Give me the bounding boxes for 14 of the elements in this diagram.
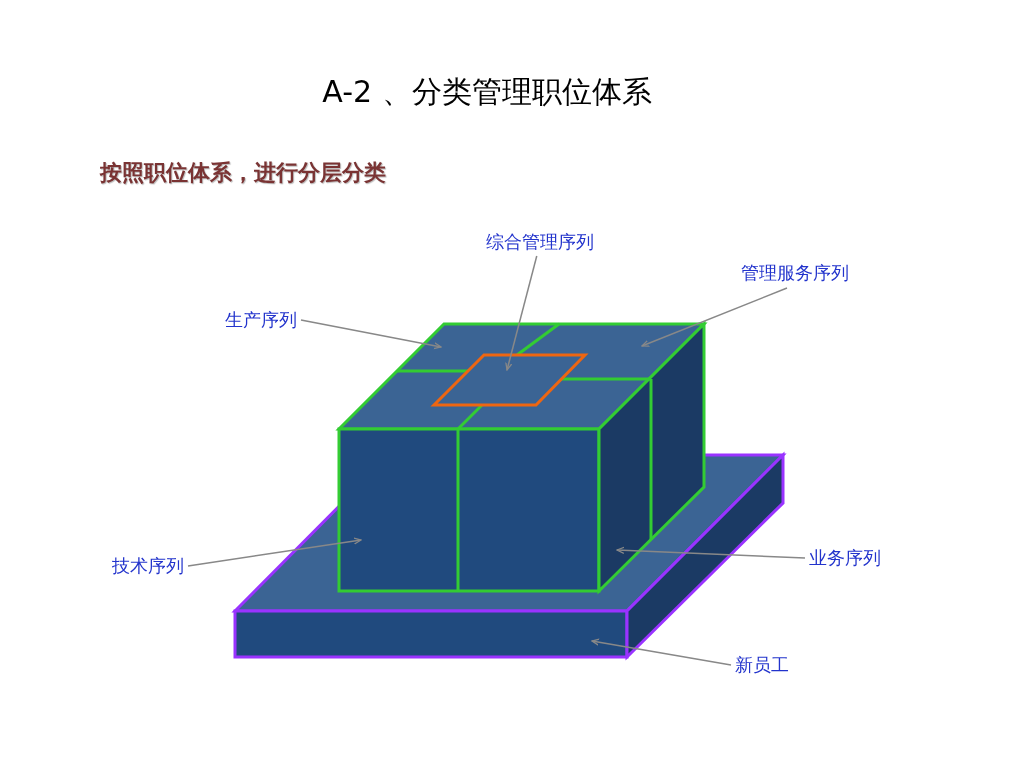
leader-label: 新员工 xyxy=(735,653,789,677)
leader-line xyxy=(505,255,538,371)
leader-line xyxy=(616,546,806,559)
slide-title: A-2 、分类管理职位体系 xyxy=(321,73,653,111)
leader-label: 综合管理序列 xyxy=(486,230,594,254)
leader-line xyxy=(300,319,442,350)
leader-label: 技术序列 xyxy=(112,554,184,578)
leader-line xyxy=(641,287,788,347)
leader-label: 业务序列 xyxy=(809,546,881,570)
leader-label: 管理服务序列 xyxy=(741,261,849,285)
leader-line xyxy=(591,638,732,666)
leader-line xyxy=(187,537,362,567)
leader-label: 生产序列 xyxy=(225,308,297,332)
subtitle-text: 按照职位体系，进行分层分类 xyxy=(100,159,386,187)
